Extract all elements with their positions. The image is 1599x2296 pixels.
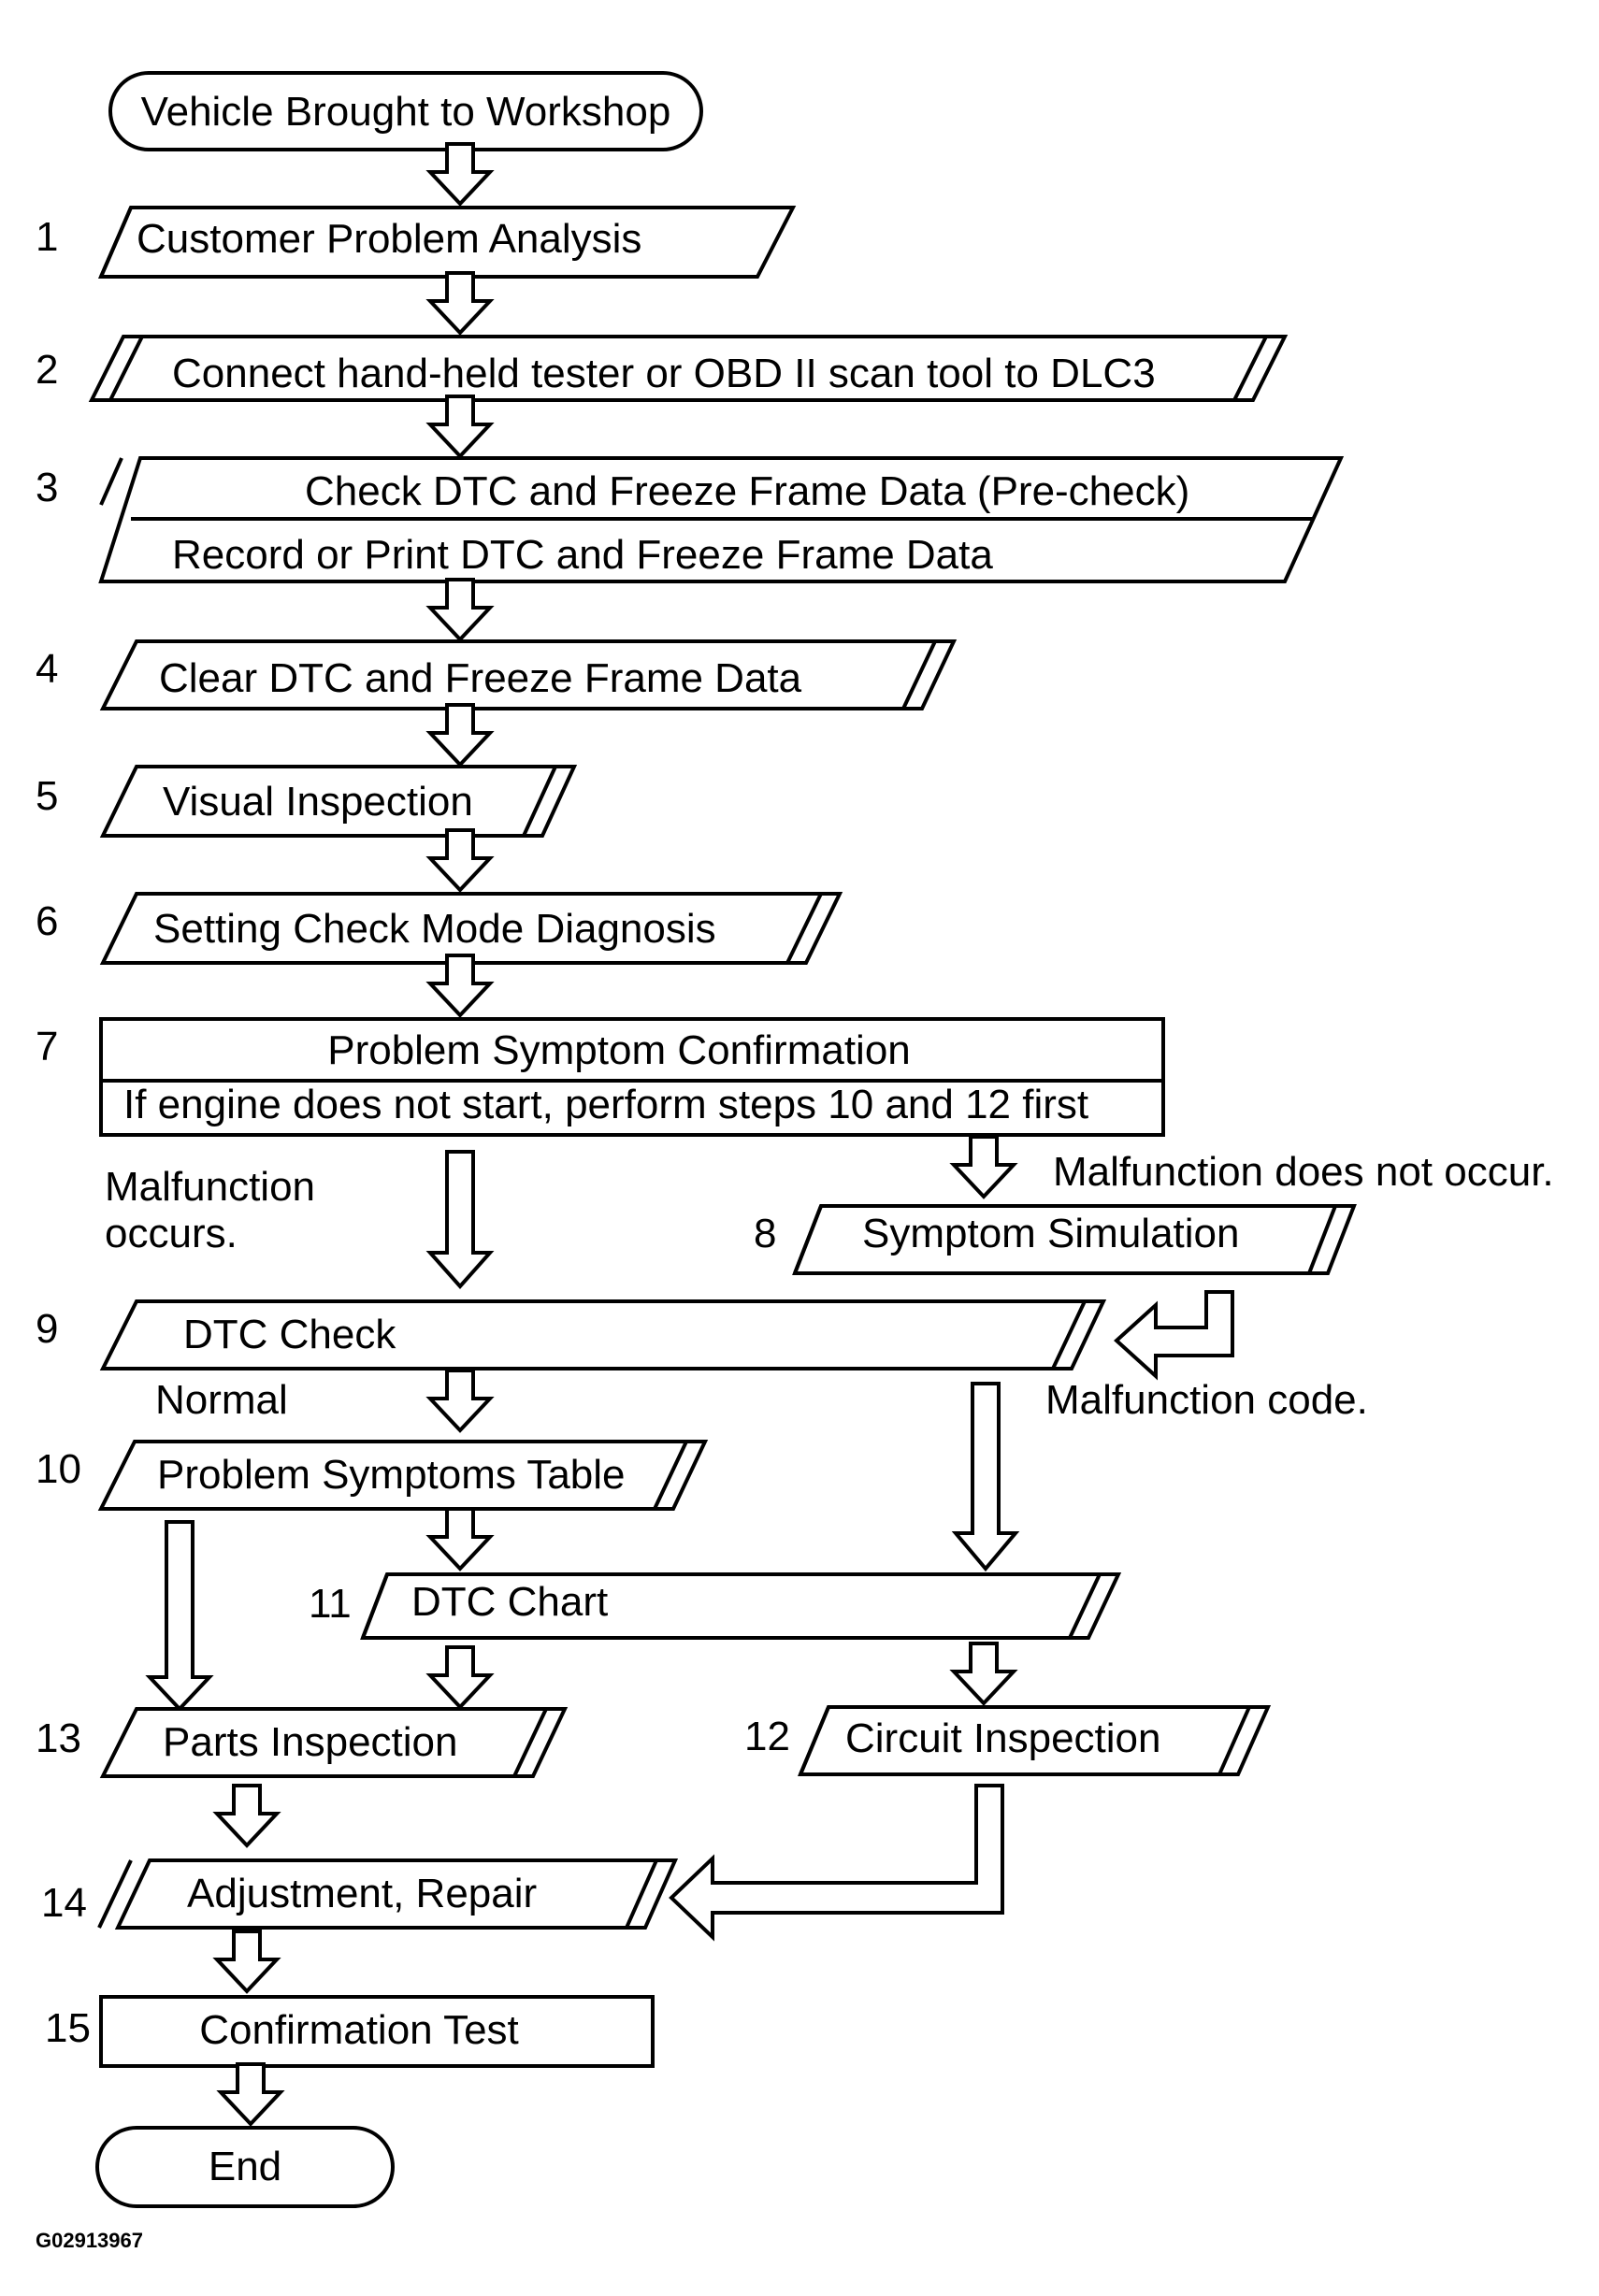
step-12-number: 12 [744,1714,790,1759]
step-12-circuit-inspection: Circuit Inspection [798,1705,1272,1776]
step-11-number: 11 [309,1581,352,1627]
step-13-parts-inspection: Parts Inspection [99,1707,569,1778]
arrow-4-to-5 [428,703,492,767]
step-11-label: DTC Chart [411,1579,608,1625]
step-5-number: 5 [36,773,58,819]
step-6-number: 6 [36,898,58,944]
step-13-label: Parts Inspection [163,1719,458,1765]
arrow-14-to-15 [215,1930,279,1993]
figure-code: G02913967 [36,2229,143,2252]
step-8-number: 8 [754,1211,776,1256]
step-12-label: Circuit Inspection [845,1715,1160,1761]
step-2-number: 2 [36,347,58,393]
step-14-adjustment-repair: Adjustment, Repair [97,1858,679,1930]
start-label: Vehicle Brought to Workshop [141,89,671,135]
step-5-label: Visual Inspection [163,779,473,825]
note-normal: Normal [155,1377,288,1423]
note-malfunction-occurs-2: occurs. [105,1211,238,1256]
step-2-connect-tester: Connect hand-held tester or OBD II scan … [88,335,1289,402]
step-1-customer-problem-analysis: Customer Problem Analysis [97,206,797,279]
arrow-10-to-13 [145,1520,214,1712]
step-15-number: 15 [45,2005,91,2051]
step-13-number: 13 [36,1715,81,1761]
step-15-label: Confirmation Test [199,2007,519,2053]
arrow-1-to-2 [428,271,492,335]
step-8-symptom-simulation: Symptom Simulation [792,1204,1357,1275]
step-1-label: Customer Problem Analysis [137,216,641,262]
arrow-2-to-3 [428,395,492,458]
step-6-label: Setting Check Mode Diagnosis [153,906,716,952]
step-8-label: Symptom Simulation [862,1211,1239,1256]
step-14-number: 14 [41,1880,87,1926]
arrow-3-to-4 [428,578,492,641]
step-10-number: 10 [36,1446,81,1492]
end-label: End [209,2144,281,2189]
step-10-problem-symptoms-table: Problem Symptoms Table [97,1440,709,1511]
start-terminal: Vehicle Brought to Workshop [108,71,703,151]
step-5-visual-inspection: Visual Inspection [99,765,578,838]
arrow-15-to-end [219,2062,282,2126]
step-3-label-bottom: Record or Print DTC and Freeze Frame Dat… [172,532,993,578]
arrow-5-to-6 [428,828,492,892]
arrow-7-to-9 [425,1150,495,1290]
step-15-confirmation-test: Confirmation Test [99,1995,655,2068]
step-7-label-bottom: If engine does not start, perform steps … [123,1082,1088,1127]
step-3-label-top: Check DTC and Freeze Frame Data (Pre-che… [305,468,1189,514]
step-9-label: DTC Check [183,1312,396,1357]
arrow-9-to-11 [951,1382,1020,1572]
step-3-number: 3 [36,465,58,510]
step-7-number: 7 [36,1024,58,1069]
step-10-label: Problem Symptoms Table [157,1452,626,1498]
step-4-clear-dtc: Clear DTC and Freeze Frame Data [99,639,958,710]
arrow-12-to-14 [669,1784,1004,1942]
step-4-label: Clear DTC and Freeze Frame Data [159,655,802,701]
step-4-number: 4 [36,646,58,692]
arrow-11-to-13 [428,1645,492,1709]
step-9-number: 9 [36,1306,58,1352]
arrow-9-to-10 [428,1369,492,1432]
note-malfunction-code: Malfunction code. [1045,1377,1368,1423]
arrow-start-to-1 [428,142,492,206]
arrow-11-to-12 [952,1642,1016,1705]
step-3-check-dtc: Check DTC and Freeze Frame Data (Pre-che… [98,456,1345,583]
step-1-number: 1 [36,214,58,260]
step-7-label-top: Problem Symptom Confirmation [327,1027,911,1073]
step-6-setting-check-mode: Setting Check Mode Diagnosis [99,892,843,965]
arrow-7-to-8 [952,1135,1016,1198]
note-malfunction-occurs-1: Malfunction [105,1164,315,1210]
end-terminal: End [95,2126,395,2208]
arrow-13-to-14 [215,1784,279,1847]
arrow-8-to-9 [1114,1290,1234,1381]
arrow-10-to-11 [428,1507,492,1571]
step-9-dtc-check: DTC Check [99,1299,1107,1370]
step-7-problem-symptom-confirmation: Problem Symptom Confirmation If engine d… [99,1017,1165,1137]
step-11-dtc-chart: DTC Chart [360,1572,1122,1640]
note-malfunction-not-occur: Malfunction does not occur. [1053,1149,1554,1195]
step-14-label: Adjustment, Repair [187,1871,537,1916]
step-2-label: Connect hand-held tester or OBD II scan … [172,351,1156,396]
